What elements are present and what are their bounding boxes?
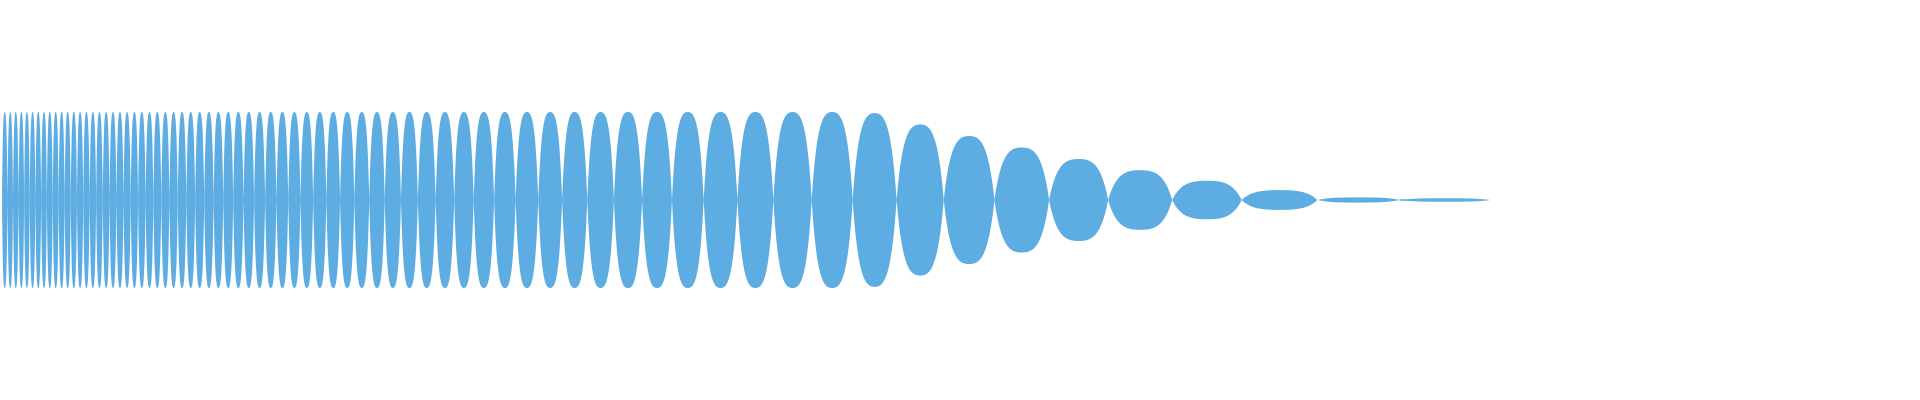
waveform-lobe xyxy=(223,112,234,288)
waveform-lobe xyxy=(671,112,704,288)
waveform-lobe xyxy=(83,112,90,288)
waveform-lobe xyxy=(204,112,214,288)
waveform-lobe xyxy=(161,112,170,288)
waveform-lobe xyxy=(24,112,30,288)
waveform-lobe xyxy=(943,135,995,265)
waveform-lobe xyxy=(400,112,418,288)
waveform-lobe xyxy=(145,112,154,288)
waveform-lobe xyxy=(435,112,455,288)
waveform-lobe xyxy=(153,112,162,288)
waveform-lobe xyxy=(265,112,277,288)
waveform-lobe xyxy=(288,112,301,288)
waveform-lobe xyxy=(123,112,131,288)
waveform-lobe xyxy=(233,112,244,288)
waveform-lobe xyxy=(35,112,42,288)
waveform-lobe xyxy=(613,112,643,288)
waveform-lobe xyxy=(515,112,539,288)
waveform-lobe xyxy=(177,112,187,288)
waveform-lobe xyxy=(354,112,370,288)
waveform-lobe xyxy=(703,112,738,288)
waveform-lobe xyxy=(773,112,812,288)
waveform-lobe xyxy=(102,112,110,288)
waveform-lobe xyxy=(116,112,124,288)
waveform-lobe xyxy=(243,112,255,288)
waveform-lobe xyxy=(70,112,77,288)
waveform-lobe xyxy=(29,112,36,288)
waveform-lobe xyxy=(811,112,853,288)
waveform-lobe xyxy=(1108,170,1173,230)
waveform-lobe xyxy=(340,112,355,288)
waveform-lobe xyxy=(13,112,19,288)
waveform-lobe xyxy=(64,112,71,288)
waveform-lobe xyxy=(852,113,897,287)
waveform-lobe xyxy=(76,112,84,288)
waveform-lobes xyxy=(2,112,1491,288)
waveform-lobe xyxy=(384,112,401,288)
waveform-lobe xyxy=(46,112,53,288)
waveform-lobe xyxy=(417,112,436,288)
waveform-lobe xyxy=(300,112,314,288)
waveform-lobe xyxy=(2,112,8,288)
waveform-lobe xyxy=(896,124,944,276)
waveform-lobe xyxy=(109,112,117,288)
waveform-lobe xyxy=(313,112,327,288)
waveform-lobe xyxy=(562,112,588,288)
waveform-lobe xyxy=(186,112,196,288)
waveform-lobe xyxy=(994,147,1050,253)
waveform-lobe xyxy=(326,112,341,288)
waveform-lobe xyxy=(89,112,97,288)
waveform-lobe xyxy=(96,112,103,288)
waveform-lobe xyxy=(58,112,65,288)
waveform-lobe xyxy=(369,112,385,288)
waveform-lobe xyxy=(195,112,205,288)
waveform-lobe xyxy=(41,112,47,288)
waveform-lobe xyxy=(169,112,178,288)
waveform-lobe xyxy=(254,112,266,288)
waveform-lobe xyxy=(737,112,774,288)
waveform-lobe xyxy=(642,112,672,288)
waveform-lobe xyxy=(538,112,563,288)
waveform-lobe xyxy=(1049,158,1109,242)
waveform-lobe xyxy=(454,112,474,288)
waveform-lobe xyxy=(52,112,59,288)
waveform-lobe xyxy=(138,112,146,288)
waveform-lobe xyxy=(1172,180,1242,220)
waveform-lobe xyxy=(473,112,495,288)
waveform-lobe xyxy=(494,112,516,288)
waveform-lobe xyxy=(1317,197,1400,203)
waveform-lobe xyxy=(130,112,139,288)
waveform-lobe xyxy=(1241,190,1318,210)
waveform-lobe xyxy=(18,112,25,288)
waveform-lobe xyxy=(276,112,289,288)
waveform-lobe xyxy=(7,112,14,288)
waveform-lobe xyxy=(587,112,614,288)
waveform-lobe xyxy=(213,112,224,288)
